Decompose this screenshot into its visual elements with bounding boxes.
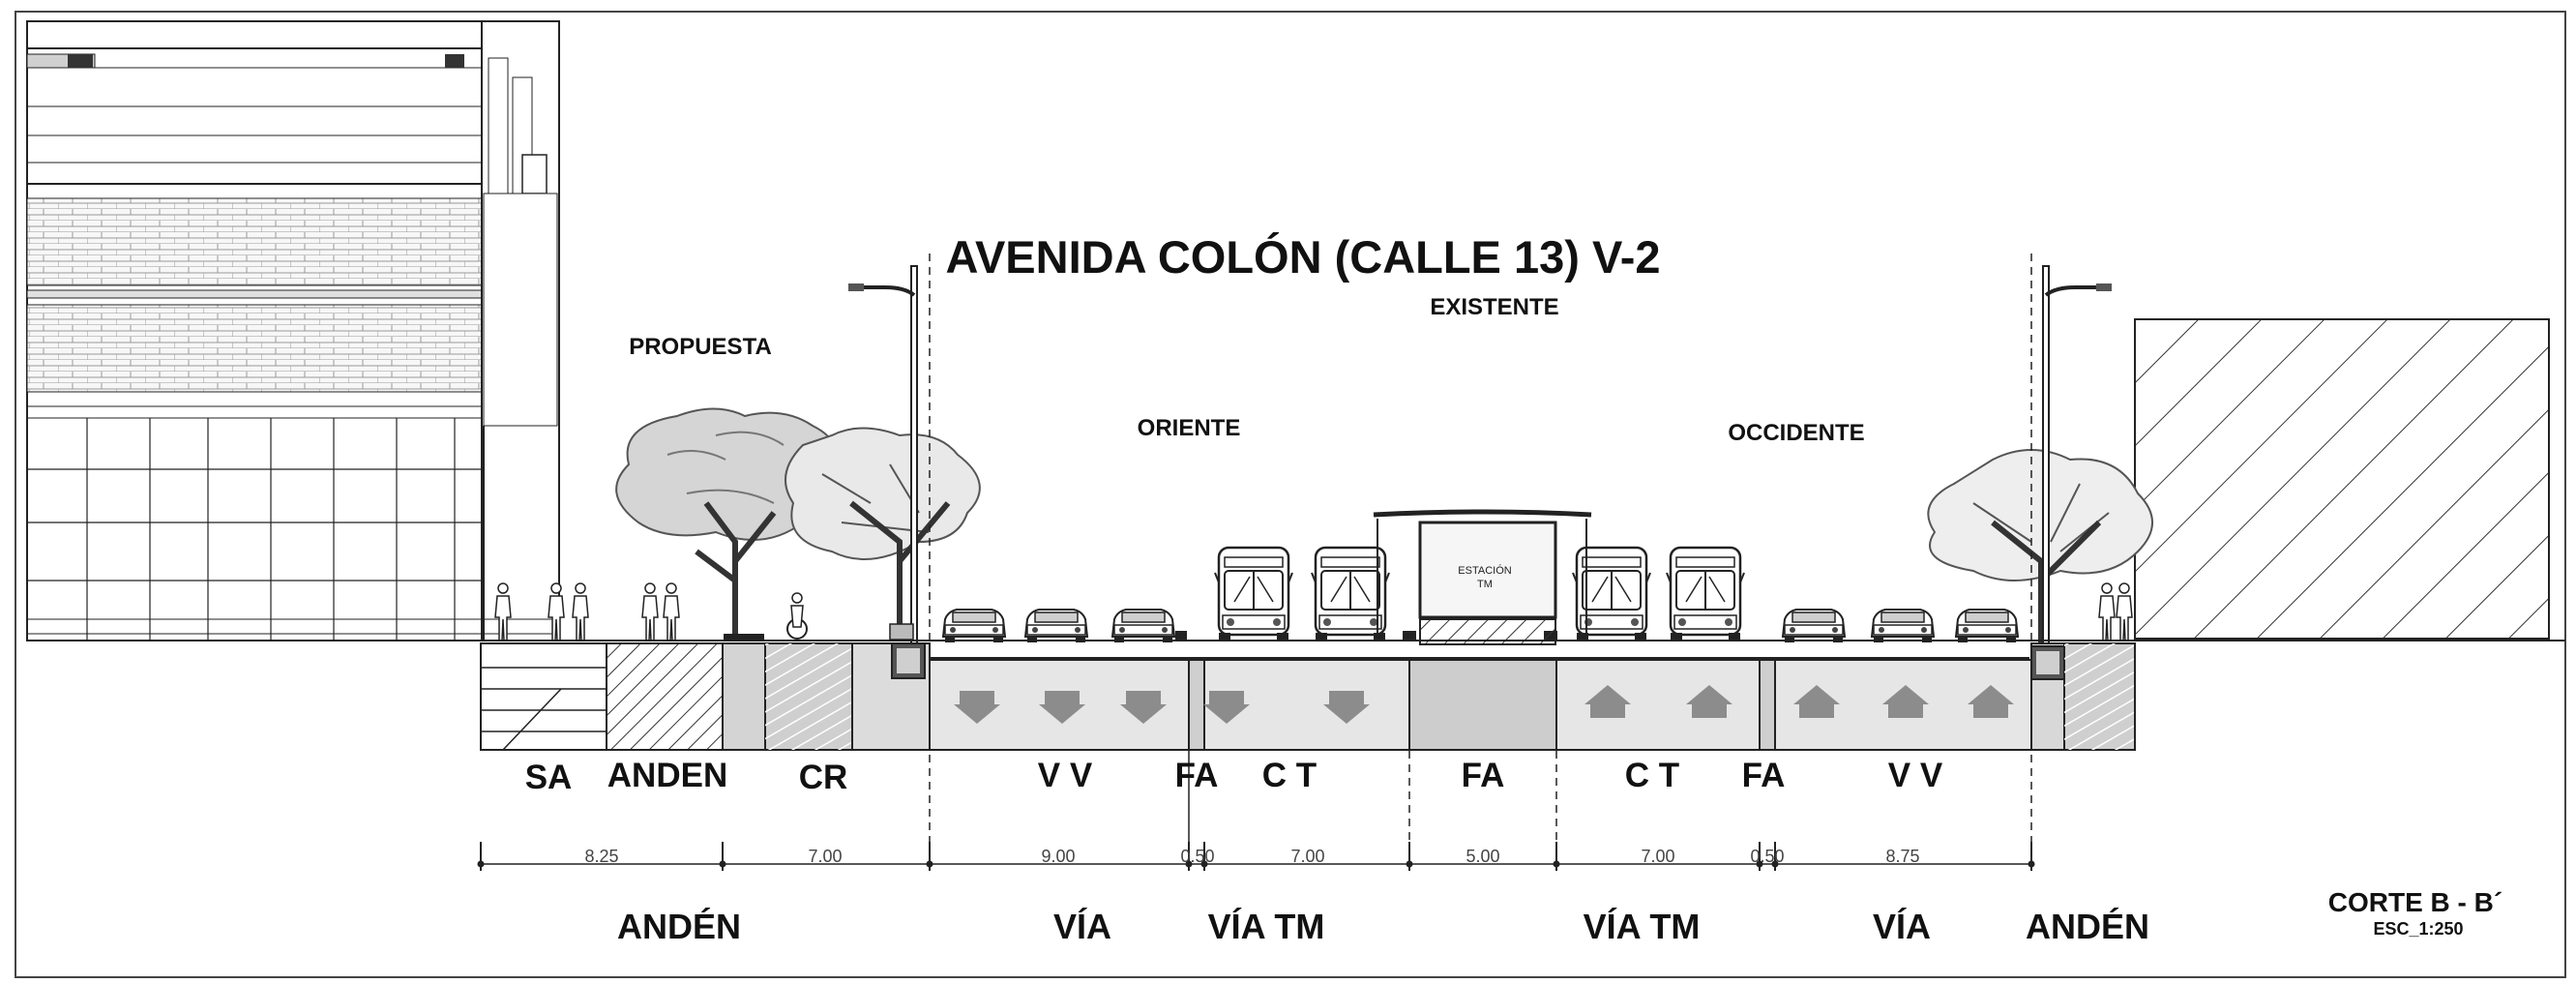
brt-station: ESTACIÓN TM	[1373, 509, 1592, 645]
zone-viatm-right: VÍA TM	[1584, 907, 1701, 946]
curb-box-right	[1403, 631, 1416, 641]
right-tree	[1927, 449, 2153, 643]
left-trees	[615, 407, 981, 639]
dim-7-00-c: 7.00	[1641, 847, 1674, 866]
dim-0-50-b: 0.50	[1750, 847, 1784, 866]
station-label-line1: ESTACIÓN	[1458, 564, 1511, 577]
label-occidente: OCCIDENTE	[1728, 420, 1864, 446]
zone-anden-right: ANDÉN	[2026, 907, 2149, 946]
zone-names: ANDÉN VÍA VÍA TM VÍA TM VÍA ANDÉN	[617, 907, 2149, 946]
code-vv-right: V V	[1888, 757, 1943, 794]
dim-7-00-a: 7.00	[808, 847, 842, 866]
dim-9-00: 9.00	[1041, 847, 1075, 866]
code-fa-center: FA	[1462, 757, 1505, 794]
code-vv-left: V V	[1038, 757, 1093, 794]
dim-8-25: 8.25	[584, 847, 618, 866]
drawing-title: AVENIDA COLÓN (CALLE 13) V-2	[945, 231, 1660, 283]
curb-box-left	[1175, 631, 1187, 641]
vehicles-west	[942, 546, 1391, 643]
dimension-line	[477, 842, 2035, 871]
left-building-facade	[26, 20, 560, 641]
code-cr: CR	[799, 759, 848, 796]
dim-0-50-a: 0.50	[1180, 847, 1214, 866]
zone-via-right: VÍA	[1873, 907, 1931, 946]
cross-section-band	[480, 642, 2136, 751]
zone-via-left: VÍA	[1053, 907, 1111, 946]
planter	[889, 623, 914, 641]
label-propuesta: PROPUESTA	[629, 334, 772, 360]
dim-5-00: 5.00	[1466, 847, 1499, 866]
code-ct-left: C T	[1262, 757, 1317, 794]
segment-codes: SA ANDEN CR V V FA C T FA C T FA V V	[525, 757, 1943, 796]
code-ct-right: C T	[1625, 757, 1679, 794]
code-anden: ANDEN	[607, 757, 727, 794]
zone-viatm-left: VÍA TM	[1208, 907, 1325, 946]
dim-8-75: 8.75	[1885, 847, 1919, 866]
code-fa-left: FA	[1175, 757, 1219, 794]
right-hatched-block	[2134, 318, 2550, 640]
zone-anden-left: ANDÉN	[617, 907, 741, 946]
section-scale: ESC_1:250	[2373, 919, 2463, 939]
dim-7-00-b: 7.00	[1290, 847, 1324, 866]
drawing-frame	[15, 11, 2566, 978]
bench	[724, 634, 764, 640]
section-name: CORTE B - B´	[2328, 887, 2502, 917]
dimension-values: 8.25 7.00 9.00 0.50 7.00 5.00 7.00 0.50 …	[584, 847, 1919, 866]
station-label-line2: TM	[1477, 579, 1493, 590]
code-fa-right: FA	[1742, 757, 1786, 794]
label-existente: EXISTENTE	[1430, 294, 1558, 320]
label-oriente: ORIENTE	[1138, 415, 1241, 441]
cyclist	[786, 592, 808, 640]
code-sa: SA	[525, 759, 573, 796]
